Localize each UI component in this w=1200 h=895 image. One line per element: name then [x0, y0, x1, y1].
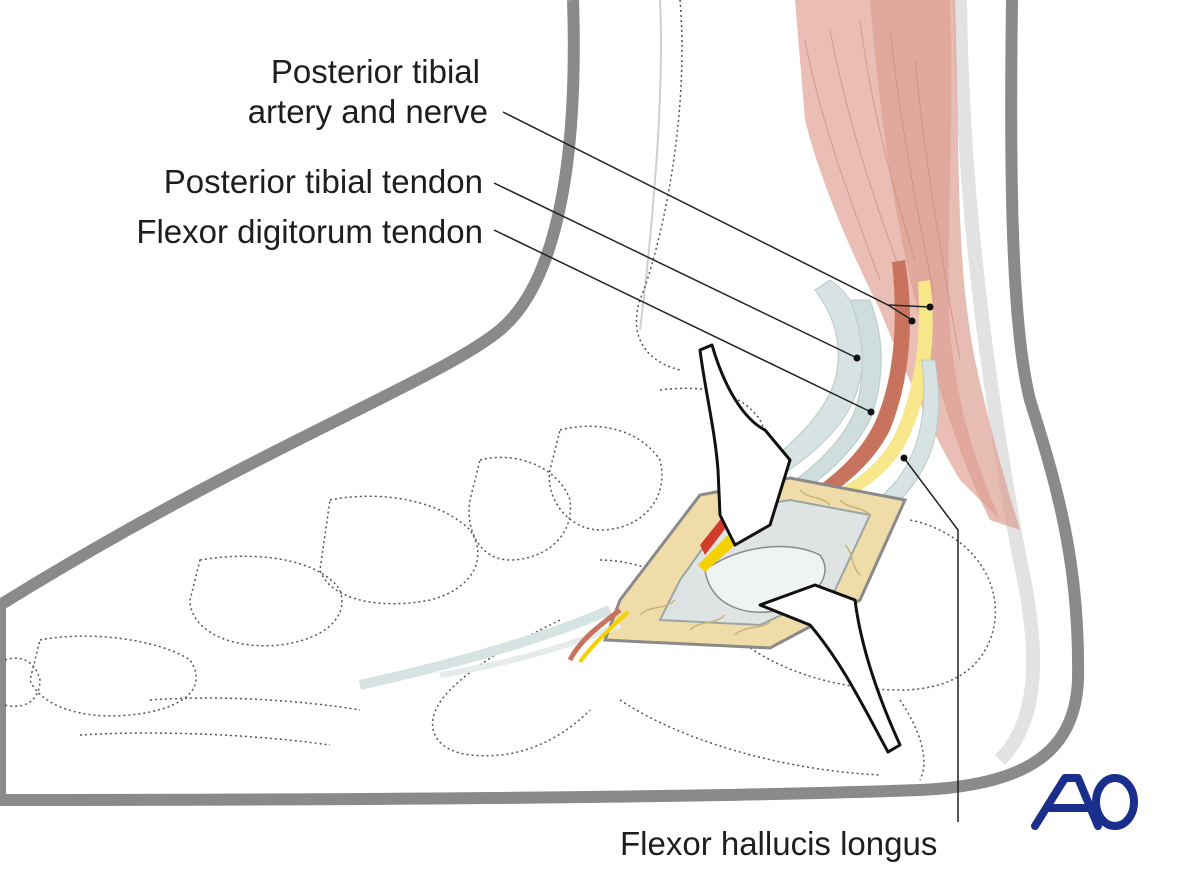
artery-band — [760, 260, 910, 530]
label-flexor-hallucis-longus: Flexor hallucis longus — [620, 825, 938, 862]
leader-lines — [493, 111, 959, 822]
distal-tendons — [358, 605, 630, 690]
label-posterior-tibial-line2: artery and nerve — [247, 93, 488, 130]
leader-dots — [853, 303, 934, 462]
ao-logo — [1031, 774, 1138, 830]
label-posterior-tibial-tendon: Posterior tibial tendon — [163, 163, 483, 200]
upper-retractor — [698, 343, 792, 547]
fat-lobules — [639, 489, 871, 636]
lower-retractor — [758, 583, 902, 754]
calf-contour — [639, 0, 662, 331]
ao-logo-letter-o — [1092, 774, 1138, 830]
label-posterior-tibial-line1: Posterior tibial — [270, 53, 480, 90]
muscle-fibers — [804, 19, 961, 361]
muscle-belly-deep — [870, 0, 1020, 530]
nerve-band — [795, 280, 933, 520]
foot-skin-outline — [0, 0, 1085, 806]
label-flexor-digitorum-tendon: Flexor digitorum tendon — [136, 213, 483, 250]
ao-logo-letter-a — [1031, 774, 1102, 830]
